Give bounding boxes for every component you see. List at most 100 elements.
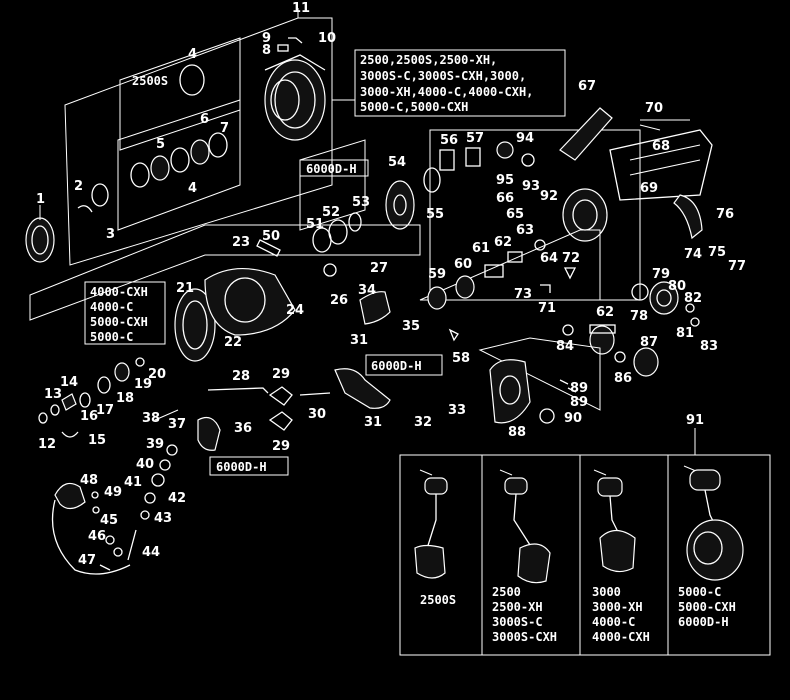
callout-91: 91 xyxy=(686,413,704,428)
label-2500s-spool: 2500S xyxy=(132,74,168,88)
handle-option-2 xyxy=(499,469,551,584)
mid-gear-assembly xyxy=(419,229,601,310)
callout-21: 21 xyxy=(176,281,194,296)
callout-39: 39 xyxy=(146,437,164,452)
handle-2-model-4: 3000S-CXH xyxy=(492,630,557,644)
callout-95: 95 xyxy=(496,173,514,188)
callout-67: 67 xyxy=(578,79,596,94)
spool-part xyxy=(264,59,326,141)
callout-68: 68 xyxy=(652,139,670,154)
callout-27: 27 xyxy=(370,261,388,276)
body-frame-top xyxy=(29,224,421,321)
callout-16: 16 xyxy=(80,409,98,424)
callout-62b: 62 xyxy=(596,305,614,320)
6000dh-box-c xyxy=(209,456,289,476)
callout-2: 2 xyxy=(74,179,83,194)
handle-3-model-4: 4000-CXH xyxy=(592,630,650,644)
callout-43: 43 xyxy=(154,511,172,526)
oscillation-assembly xyxy=(207,354,443,476)
bail-assembly xyxy=(559,107,713,242)
callout-14: 14 xyxy=(60,375,78,390)
body-cover-part xyxy=(174,288,216,362)
callout-89: 89 xyxy=(570,395,588,410)
callout-48: 48 xyxy=(80,473,98,488)
callout-41: 41 xyxy=(124,475,142,490)
spool-group-frame xyxy=(64,17,333,266)
callout-77: 77 xyxy=(728,259,746,274)
callout-70: 70 xyxy=(645,101,663,116)
washer-part xyxy=(179,64,205,96)
callout-20: 20 xyxy=(148,367,166,382)
callout-76: 76 xyxy=(716,207,734,222)
model-line-4: 5000-C,5000-CXH xyxy=(360,100,468,114)
callout-71: 71 xyxy=(538,301,556,316)
callout-73: 73 xyxy=(514,287,532,302)
callout-5: 5 xyxy=(156,137,165,152)
callout-24: 24 xyxy=(286,303,304,318)
handle-3-model-1: 3000 xyxy=(592,585,621,599)
callout-34: 34 xyxy=(358,283,376,298)
model-left-1: 4000-CXH xyxy=(90,285,148,299)
callout-46: 46 xyxy=(88,529,106,544)
callout-36: 36 xyxy=(234,421,252,436)
handle-knob-assembly xyxy=(51,409,221,575)
callout-38: 38 xyxy=(142,411,160,426)
handle-2-model-3: 3000S-C xyxy=(492,615,543,629)
callout-47: 47 xyxy=(78,553,96,568)
callout-79: 79 xyxy=(652,267,670,282)
callout-87: 87 xyxy=(640,335,658,350)
rotor-assembly xyxy=(299,129,641,301)
callout-42: 42 xyxy=(168,491,186,506)
callout-10: 10 xyxy=(318,31,336,46)
callout-4a: 4 xyxy=(188,47,197,62)
lever-part xyxy=(359,291,391,325)
callout-81: 81 xyxy=(676,326,694,341)
callout-29b: 29 xyxy=(272,439,290,454)
handle-option-1 xyxy=(414,469,448,579)
callout-90: 90 xyxy=(564,411,582,426)
callout-26: 26 xyxy=(330,293,348,308)
6000dh-box-frame xyxy=(299,139,366,231)
callout-40: 40 xyxy=(136,457,154,472)
callout-18: 18 xyxy=(116,391,134,406)
callout-63: 63 xyxy=(516,223,534,238)
rotor-part xyxy=(562,188,608,242)
6000dh-box-a xyxy=(299,159,369,177)
callout-15: 15 xyxy=(88,433,106,448)
callout-19: 19 xyxy=(134,377,152,392)
callout-69: 69 xyxy=(640,181,658,196)
model-line-1: 2500,2500S,2500-XH, xyxy=(360,53,497,67)
handle-4-model-3: 6000D-H xyxy=(678,615,729,629)
callout-88: 88 xyxy=(508,425,526,440)
handle-cap-part xyxy=(197,417,221,451)
callout-85: 89 xyxy=(570,381,588,396)
callout-82: 82 xyxy=(684,291,702,306)
callout-66: 66 xyxy=(496,191,514,206)
callout-78: 78 xyxy=(630,309,648,324)
body-group-frame xyxy=(429,129,641,301)
callout-54: 54 xyxy=(388,155,406,170)
label-6000dh-c: 6000D-H xyxy=(216,460,267,474)
callout-12: 12 xyxy=(38,437,56,452)
handle-option-3 xyxy=(593,469,636,573)
callout-83: 83 xyxy=(700,339,718,354)
handle-4-model-2: 5000-CXH xyxy=(678,600,736,614)
callout-7: 7 xyxy=(220,121,229,136)
model-left-4: 5000-C xyxy=(90,330,133,344)
callout-60: 60 xyxy=(454,257,472,272)
callout-22: 22 xyxy=(224,335,242,350)
callout-1: 1 xyxy=(36,192,45,207)
6000dh-box-b xyxy=(365,354,443,376)
model-line-3: 3000-XH,4000-C,4000-CXH, xyxy=(360,85,533,99)
callout-28: 28 xyxy=(232,369,250,384)
callout-44: 44 xyxy=(142,545,160,560)
body-assembly xyxy=(29,224,421,362)
washer-set-frame xyxy=(117,99,241,231)
callout-58: 58 xyxy=(452,351,470,366)
callout-13: 13 xyxy=(44,387,62,402)
callout-8: 8 xyxy=(262,43,271,58)
handle-1-model: 2500S xyxy=(420,593,456,607)
model-left-2: 4000-C xyxy=(90,300,133,314)
slider-part xyxy=(334,368,391,409)
callout-84: 84 xyxy=(556,339,574,354)
